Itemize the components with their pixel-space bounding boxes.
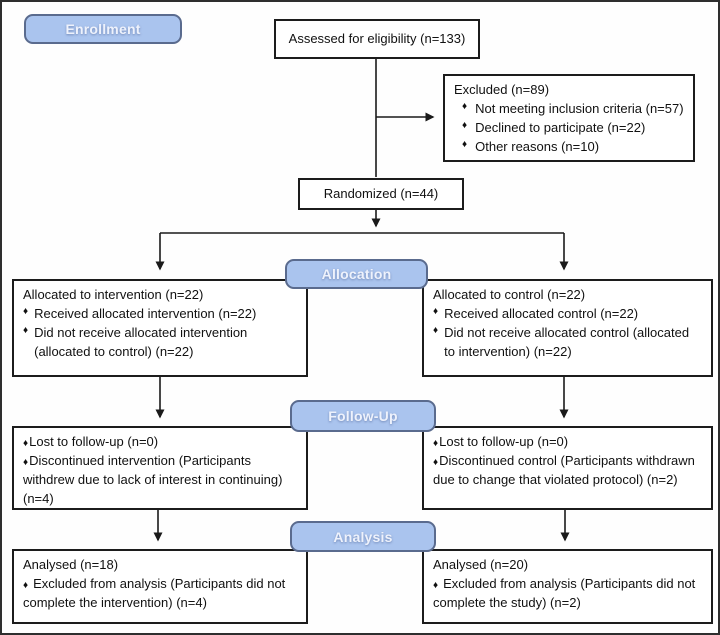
list-item: ♦ Not meeting inclusion criteria (n=57) [454,100,684,119]
diamond-bullet-icon: ♦ [462,138,468,150]
stage-label-allocation: Allocation [285,259,428,289]
stage-label-analysis: Analysis [290,521,436,552]
box-assessed-for-eligibility: Assessed for eligibility (n=133) [274,19,480,59]
box-allocated-to-intervention: Allocated to intervention (n=22) ♦ Recei… [12,279,308,377]
box-randomized: Randomized (n=44) [298,178,464,210]
box-text: Assessed for eligibility (n=133) [288,30,466,46]
stage-label-followup: Follow-Up [290,400,436,432]
diamond-bullet-icon: ♦ [23,438,29,449]
box-excluded: Excluded (n=89) ♦ Not meeting inclusion … [443,74,695,162]
list-item: ♦ Declined to participate (n=22) [454,119,684,138]
box-followup-intervention: ♦Lost to follow-up (n=0) ♦Discontinued i… [12,426,308,510]
diamond-bullet-icon: ♦ [23,305,29,317]
stage-label-text: Allocation [321,266,392,282]
diamond-bullet-icon: ♦ [433,305,439,317]
box-analysed-control: Analysed (n=20) ♦Excluded from analysis … [422,549,713,624]
list-item: ♦Lost to follow-up (n=0) [23,434,159,449]
box-analysed-intervention: Analysed (n=18) ♦Excluded from analysis … [12,549,308,624]
box-followup-control: ♦Lost to follow-up (n=0) ♦Discontinued c… [422,426,713,510]
list-item: ♦ Did not receive allocated control (all… [433,324,702,362]
list-item: ♦ Other reasons (n=10) [454,138,684,157]
diamond-bullet-icon: ♦ [23,324,29,336]
diamond-bullet-icon: ♦ [433,579,439,591]
list-item: ♦ Did not receive allocated intervention… [23,324,297,362]
box-title: Analysed (n=18) [23,557,119,572]
box-text: Randomized (n=44) [323,185,439,201]
stage-label-text: Analysis [333,528,393,545]
box-allocated-to-control: Allocated to control (n=22) ♦ Received a… [422,279,713,377]
diamond-bullet-icon: ♦ [23,456,29,468]
box-title: Allocated to control (n=22) [433,287,586,302]
box-title: Allocated to intervention (n=22) [23,287,204,302]
list-item: ♦Excluded from analysis (Participants di… [433,575,696,610]
list-item: ♦Excluded from analysis (Participants di… [23,575,286,610]
box-title: Analysed (n=20) [433,557,529,572]
stage-label-text: Enrollment [65,21,141,37]
box-title: Excluded (n=89) [454,82,550,97]
stage-label-enrollment: Enrollment [24,14,182,44]
stage-label-text: Follow-Up [328,408,398,424]
diamond-bullet-icon: ♦ [462,119,468,131]
diamond-bullet-icon: ♦ [433,456,439,468]
list-item: ♦Discontinued control (Participants with… [433,452,695,487]
list-item: ♦Discontinued intervention (Participants… [23,452,283,506]
diamond-bullet-icon: ♦ [23,579,29,591]
diamond-bullet-icon: ♦ [462,100,468,112]
list-item: ♦ Received allocated intervention (n=22) [23,305,297,324]
list-item: ♦ Received allocated control (n=22) [433,305,702,324]
diamond-bullet-icon: ♦ [433,324,439,336]
diamond-bullet-icon: ♦ [433,438,439,449]
list-item: ♦Lost to follow-up (n=0) [433,434,569,449]
